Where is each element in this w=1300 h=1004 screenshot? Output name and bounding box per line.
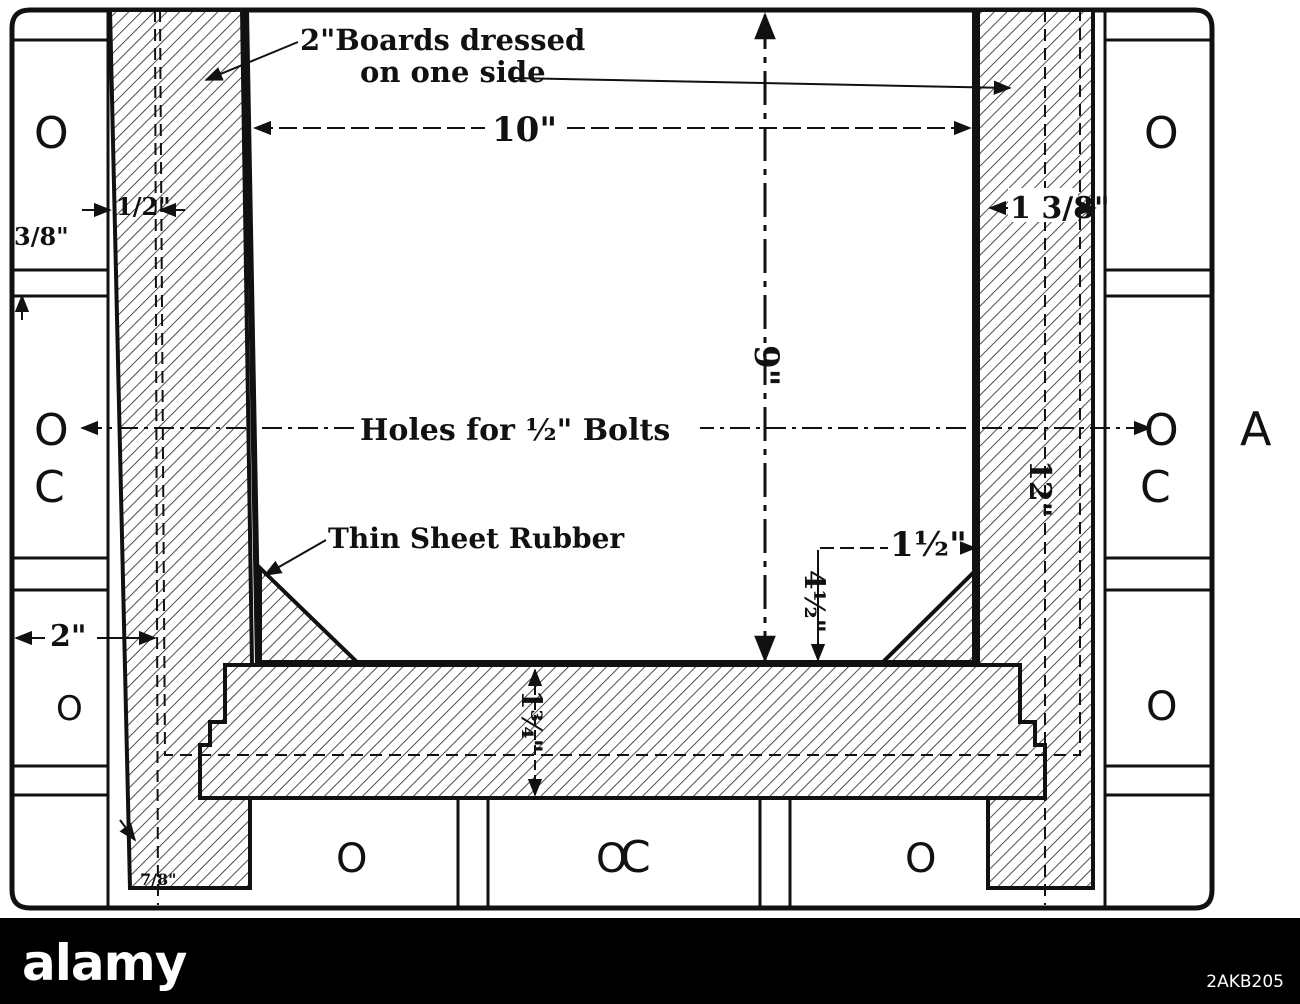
alamy-logo: alamy	[22, 934, 187, 992]
hole-left-middle: O	[34, 405, 69, 456]
right-rubber-fillet	[875, 563, 980, 667]
hidden-lines	[154, 9, 1081, 906]
label-three-eighths: 3/8"	[14, 222, 69, 251]
hole-bottom-left: O	[336, 836, 367, 882]
label-width-10: 10"	[492, 110, 557, 150]
hole-right-bottom: O	[1146, 684, 1177, 730]
label-one-side: on one side	[360, 55, 546, 89]
image-id: 2AKB205	[1206, 972, 1284, 992]
hole-left-top: O	[34, 108, 69, 159]
outer-frame	[9, 7, 1215, 911]
hole-left-bottom: O	[56, 689, 83, 729]
clamp-c-right: C	[1140, 462, 1171, 513]
mold-cross-section-drawing: 10" 9" 2"Boards dressed on one side 3/8"…	[9, 7, 1272, 911]
label-seven-eighths: 7/8"	[140, 870, 176, 889]
hole-bottom-right: O	[905, 836, 936, 882]
left-clamp-column	[12, 10, 110, 908]
label-two-left: 2"	[50, 619, 87, 654]
watermark-footer-bar	[0, 918, 1300, 1004]
label-height-12: 12"	[1022, 460, 1057, 517]
hole-right-top: O	[1144, 108, 1179, 159]
bottom-board	[198, 663, 1047, 800]
clamp-c-left: C	[34, 462, 65, 513]
hole-right-middle: O	[1144, 405, 1179, 456]
label-one-three-eighths: 1 3/8"	[1010, 191, 1110, 226]
label-boards-dressed: 2"Boards dressed	[300, 23, 585, 57]
hole-bottom-center: O	[596, 836, 627, 882]
label-thin-sheet-rubber: Thin Sheet Rubber	[328, 522, 625, 555]
label-half-left: 1/2"	[116, 192, 171, 221]
label-four-half: 4½"	[798, 570, 831, 633]
left-rubber-fillet	[258, 563, 365, 667]
right-clamp-column	[1103, 10, 1212, 908]
label-height-9: 9"	[746, 345, 786, 386]
clamp-c-bottom: C	[620, 832, 651, 883]
label-a: A	[1240, 402, 1272, 456]
label-one-three-quarter: 1¾"	[515, 690, 548, 753]
label-one-half-right: 1½"	[890, 525, 967, 565]
label-holes-for-bolts: Holes for ½" Bolts	[360, 413, 670, 448]
